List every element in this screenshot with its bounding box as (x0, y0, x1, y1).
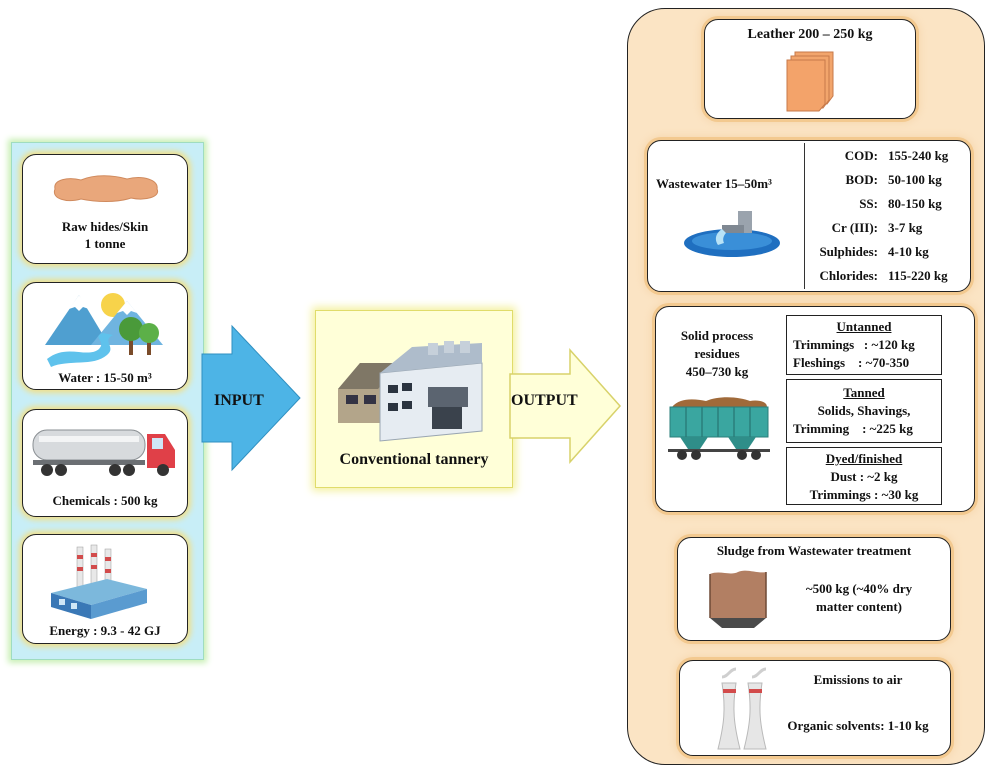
hopper-car-icon (668, 397, 770, 460)
wastewater-divider (804, 143, 805, 289)
dyed-heading: Dyed/finished (825, 451, 903, 466)
input-label: INPUT (214, 392, 264, 409)
tanned-line-1: Solids, Shavings, (817, 403, 911, 418)
water-label: Water : 15-50 m³ (58, 370, 152, 385)
input-arrow (201, 324, 301, 472)
raw-hides-card: Raw hides/Skin 1 tonne (22, 154, 188, 264)
sludge-line-2: matter content) (815, 599, 903, 614)
dyed-line-1: Dust : ~2 kg (830, 469, 898, 484)
tanned-heading: Tanned (843, 385, 885, 400)
dyed-box: Dyed/finished Dust : ~2 kg Trimmings : ~… (786, 447, 942, 505)
chemicals-label: Chemicals : 500 kg (52, 493, 158, 508)
sulphides-label: Sulphides: (819, 244, 878, 259)
leather-icon (786, 51, 834, 112)
cod-value: 155-240 kg (888, 148, 949, 163)
emissions-line-1: Organic solvents: 1-10 kg (787, 718, 929, 733)
tannery-label: Conventional tannery (339, 451, 489, 468)
emissions-title: Emissions to air (813, 672, 903, 687)
leather-card: Leather 200 – 250 kg (704, 19, 916, 119)
tannery-box: Conventional tannery (315, 310, 513, 488)
raw-hides-label: Raw hides/Skin (61, 219, 149, 234)
dyed-line-2: Trimmings : ~30 kg (809, 487, 919, 502)
sulphides-value: 4-10 kg (888, 244, 929, 259)
tanned-box: Tanned Solids, Shavings, Trimming : ~225… (786, 379, 942, 443)
untanned-heading: Untanned (836, 319, 892, 334)
bod-label: BOD: (845, 172, 879, 187)
ss-value: 80-150 kg (888, 196, 942, 211)
cooling-tower-icon (717, 667, 767, 750)
leather-label: Leather 200 – 250 kg (747, 27, 873, 42)
factory-icon (338, 341, 483, 442)
wastewater-pond-icon (684, 211, 780, 257)
raw-hides-amount: 1 tonne (84, 236, 126, 251)
sludge-card: Sludge from Wastewater treatment ~500 kg… (677, 537, 951, 641)
ss-label: SS: (859, 196, 878, 211)
solid-title-1: Solid process (680, 328, 754, 343)
water-card: Water : 15-50 m³ (22, 282, 188, 390)
untanned-line-1: Trimmings : ~120 kg (793, 337, 915, 352)
solid-residues-card: Solid process residues 450–730 kg Untann… (655, 306, 975, 512)
bod-value: 50-100 kg (888, 172, 942, 187)
cod-label: COD: (844, 148, 878, 163)
tanned-line-2: Trimming : ~225 kg (793, 421, 913, 436)
mountain-river-icon (45, 293, 163, 367)
cr-value: 3-7 kg (888, 220, 923, 235)
solid-title-3: 450–730 kg (685, 364, 749, 379)
chlorides-value: 115-220 kg (888, 268, 948, 283)
chemicals-card: Chemicals : 500 kg (22, 409, 188, 517)
wastewater-title: Wastewater 15–50m³ (656, 176, 772, 191)
energy-label: Energy : 9.3 - 42 GJ (49, 623, 161, 638)
output-arrow (509, 348, 622, 464)
sludge-container-icon (709, 570, 767, 628)
hide-icon (53, 175, 159, 202)
solid-title-2: residues (694, 346, 740, 361)
wastewater-card: Wastewater 15–50m³ COD: 155-240 kg BOD: … (647, 140, 971, 292)
untanned-line-2: Fleshings : ~70-350 (793, 355, 910, 370)
chlorides-label: Chlorides: (819, 268, 879, 283)
sludge-title: Sludge from Wastewater treatment (716, 543, 912, 558)
sludge-line-1: ~500 kg (~40% dry (805, 581, 913, 596)
untanned-box: Untanned Trimmings : ~120 kg Fleshings :… (786, 315, 942, 375)
energy-card: Energy : 9.3 - 42 GJ (22, 534, 188, 644)
emissions-card: Emissions to air Organic solvents: 1-10 … (679, 660, 951, 756)
output-label: OUTPUT (511, 392, 578, 409)
tanker-truck-icon (32, 429, 175, 476)
cr-label: Cr (III): (831, 220, 878, 235)
power-plant-icon (51, 544, 147, 619)
